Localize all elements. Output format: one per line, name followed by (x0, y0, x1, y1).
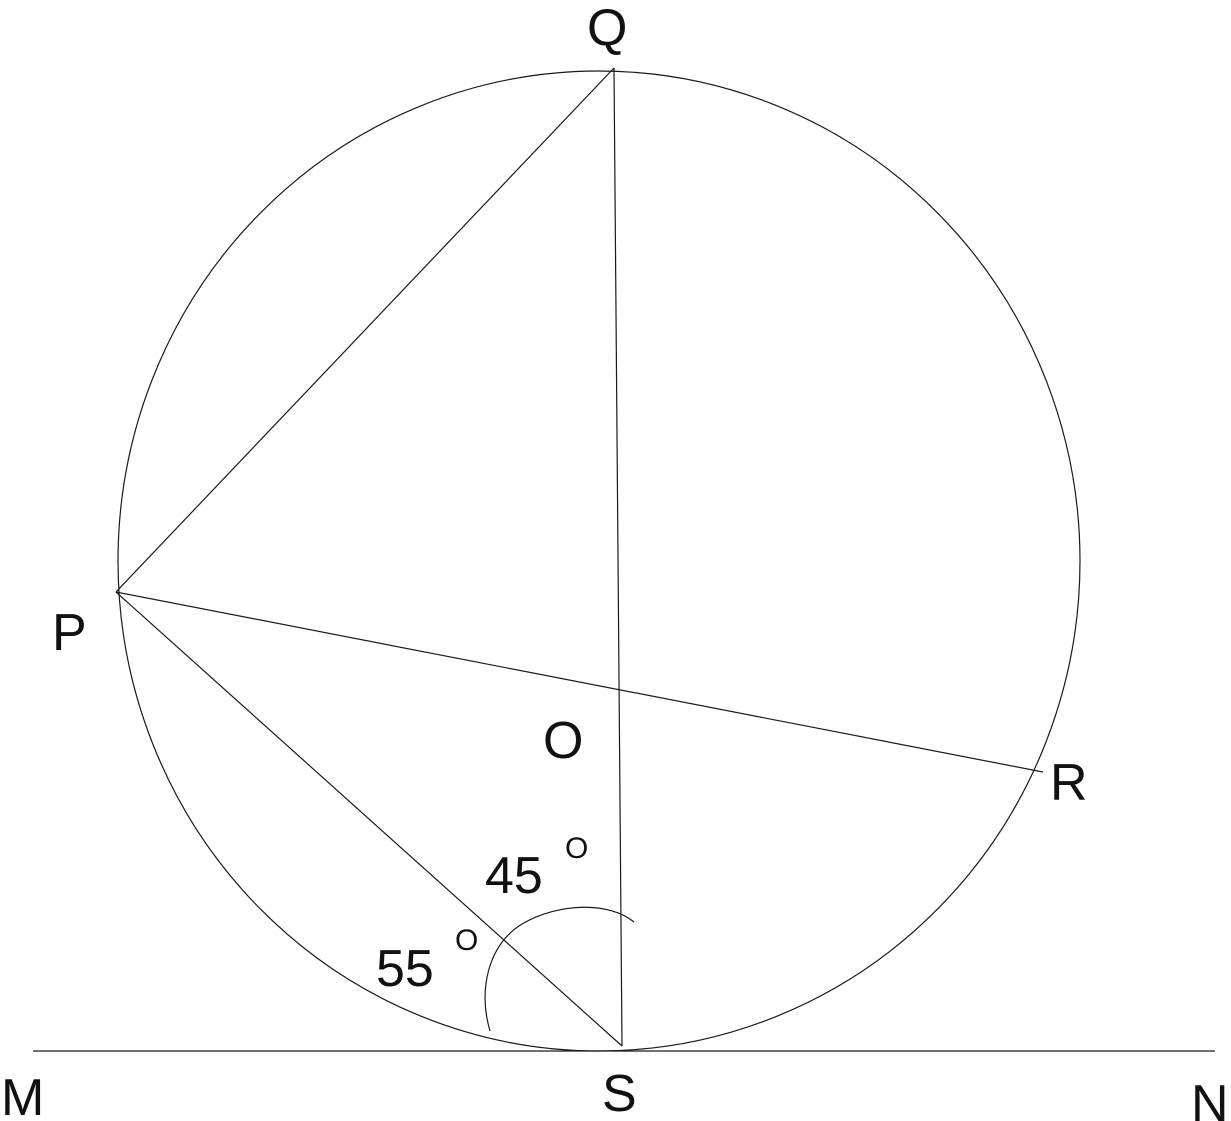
chord-pq (115, 67, 615, 593)
label-q: Q (587, 0, 627, 57)
chord-ps (115, 591, 623, 1047)
label-s: S (602, 1065, 637, 1121)
label-m: M (1, 1069, 44, 1121)
label-p: P (52, 604, 87, 662)
chord-qs (613, 67, 623, 1047)
angle-arc (484, 906, 635, 1032)
circle (117, 70, 1081, 1052)
angle-45-value: 45 (485, 847, 543, 905)
angle-45-degree: O (565, 832, 588, 865)
angle-55-degree: O (455, 924, 478, 957)
angle-55-value: 55 (376, 940, 434, 998)
chord-pr (115, 591, 1044, 773)
label-n: N (1191, 1075, 1229, 1121)
label-r: R (1050, 754, 1088, 812)
label-o: O (543, 712, 583, 770)
